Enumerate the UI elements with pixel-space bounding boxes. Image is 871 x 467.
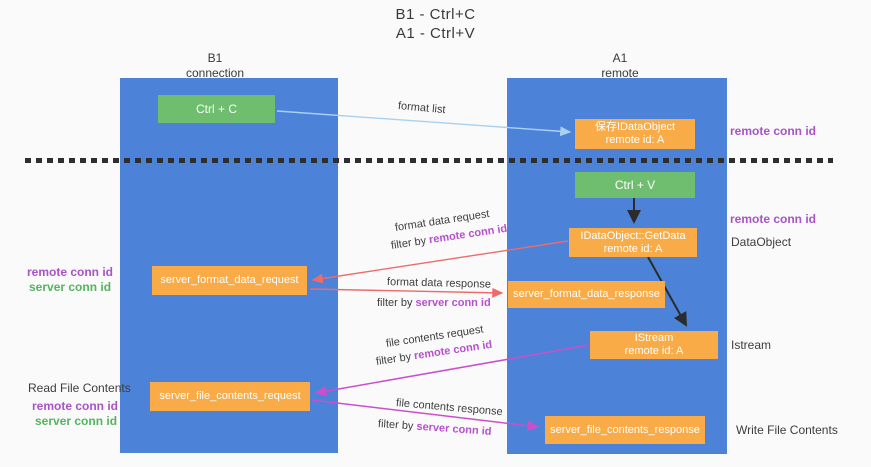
filter-by-text: filter by — [377, 297, 416, 309]
node-istream-line1: IStream — [634, 332, 674, 344]
node-server-format-data-request-label: server_format_data_request — [160, 274, 299, 286]
server-conn-id-text: server conn id — [416, 420, 492, 438]
right-column-header: A1 remote — [565, 51, 675, 81]
node-server-format-data-request: server_format_data_request — [152, 266, 307, 295]
right-column-header-name: A1 — [612, 51, 628, 65]
node-save-idataobject-line2: remote id: A — [605, 134, 665, 146]
dataobject-label: DataObject — [731, 235, 792, 249]
node-ctrl-c-label: Ctrl + C — [195, 101, 237, 116]
remote-conn-id-label-left1: remote conn id — [27, 265, 114, 279]
diagram-title-line2: A1 - Ctrl+V — [395, 25, 476, 42]
format-data-response-label: format data response — [386, 276, 492, 291]
file-contents-response-label: file contents response — [395, 397, 504, 419]
node-idataobject-getdata-line1: IDataObject::GetData — [580, 229, 686, 242]
format-list-label: format list — [397, 100, 447, 117]
filter-by-text: filter by — [377, 418, 417, 433]
left-column-header-name: B1 — [207, 51, 223, 65]
copy-paste-separator-line — [25, 158, 833, 163]
node-server-file-contents-request-label: server_file_contents_request — [159, 390, 301, 402]
node-istream-line2: remote id: A — [624, 345, 684, 357]
node-ctrl-c: Ctrl + C — [158, 95, 275, 123]
node-server-format-data-response: server_format_data_response — [508, 281, 665, 308]
server-conn-id-label-left1: server conn id — [29, 280, 112, 294]
format-data-response-filter-label: filter by server conn id — [377, 297, 491, 309]
node-server-file-contents-response-label: server_file_contents_response — [550, 423, 700, 436]
istream-label: Istream — [731, 338, 772, 352]
diagram-title-line1: B1 - Ctrl+C — [395, 6, 476, 23]
node-ctrl-v: Ctrl + V — [575, 172, 695, 198]
file-contents-response-filter-label: filter by server conn id — [378, 418, 492, 438]
remote-conn-id-label-top-right: remote conn id — [730, 124, 817, 138]
node-ctrl-v-label: Ctrl + V — [614, 177, 656, 192]
remote-conn-id-label-mid-right: remote conn id — [730, 212, 817, 226]
read-file-contents-label: Read File Contents — [28, 381, 131, 395]
remote-conn-id-label-left2: remote conn id — [32, 399, 119, 413]
node-idataobject-getdata-line2: remote id: A — [603, 242, 663, 255]
node-server-file-contents-request: server_file_contents_request — [150, 382, 310, 411]
right-column-header-sub: remote — [601, 66, 639, 80]
filter-by-text: filter by — [390, 234, 430, 252]
node-server-file-contents-response: server_file_contents_response — [545, 416, 705, 444]
node-idataobject-getdata: IDataObject::GetData remote id: A — [569, 228, 697, 257]
node-istream: IStream remote id: A — [590, 331, 718, 359]
write-file-contents-label: Write File Contents — [736, 423, 838, 437]
filter-by-text: filter by — [375, 350, 415, 368]
node-save-idataobject: 保存IDataObject remote id: A — [575, 119, 695, 149]
node-server-format-data-response-label: server_format_data_response — [513, 288, 660, 300]
left-column-header-sub: connection — [185, 66, 245, 80]
left-column-header: B1 connection — [160, 51, 270, 81]
server-conn-id-label-left2: server conn id — [35, 414, 118, 428]
server-conn-id-text: server conn id — [415, 297, 491, 309]
node-save-idataobject-line1: 保存IDataObject — [594, 121, 676, 133]
